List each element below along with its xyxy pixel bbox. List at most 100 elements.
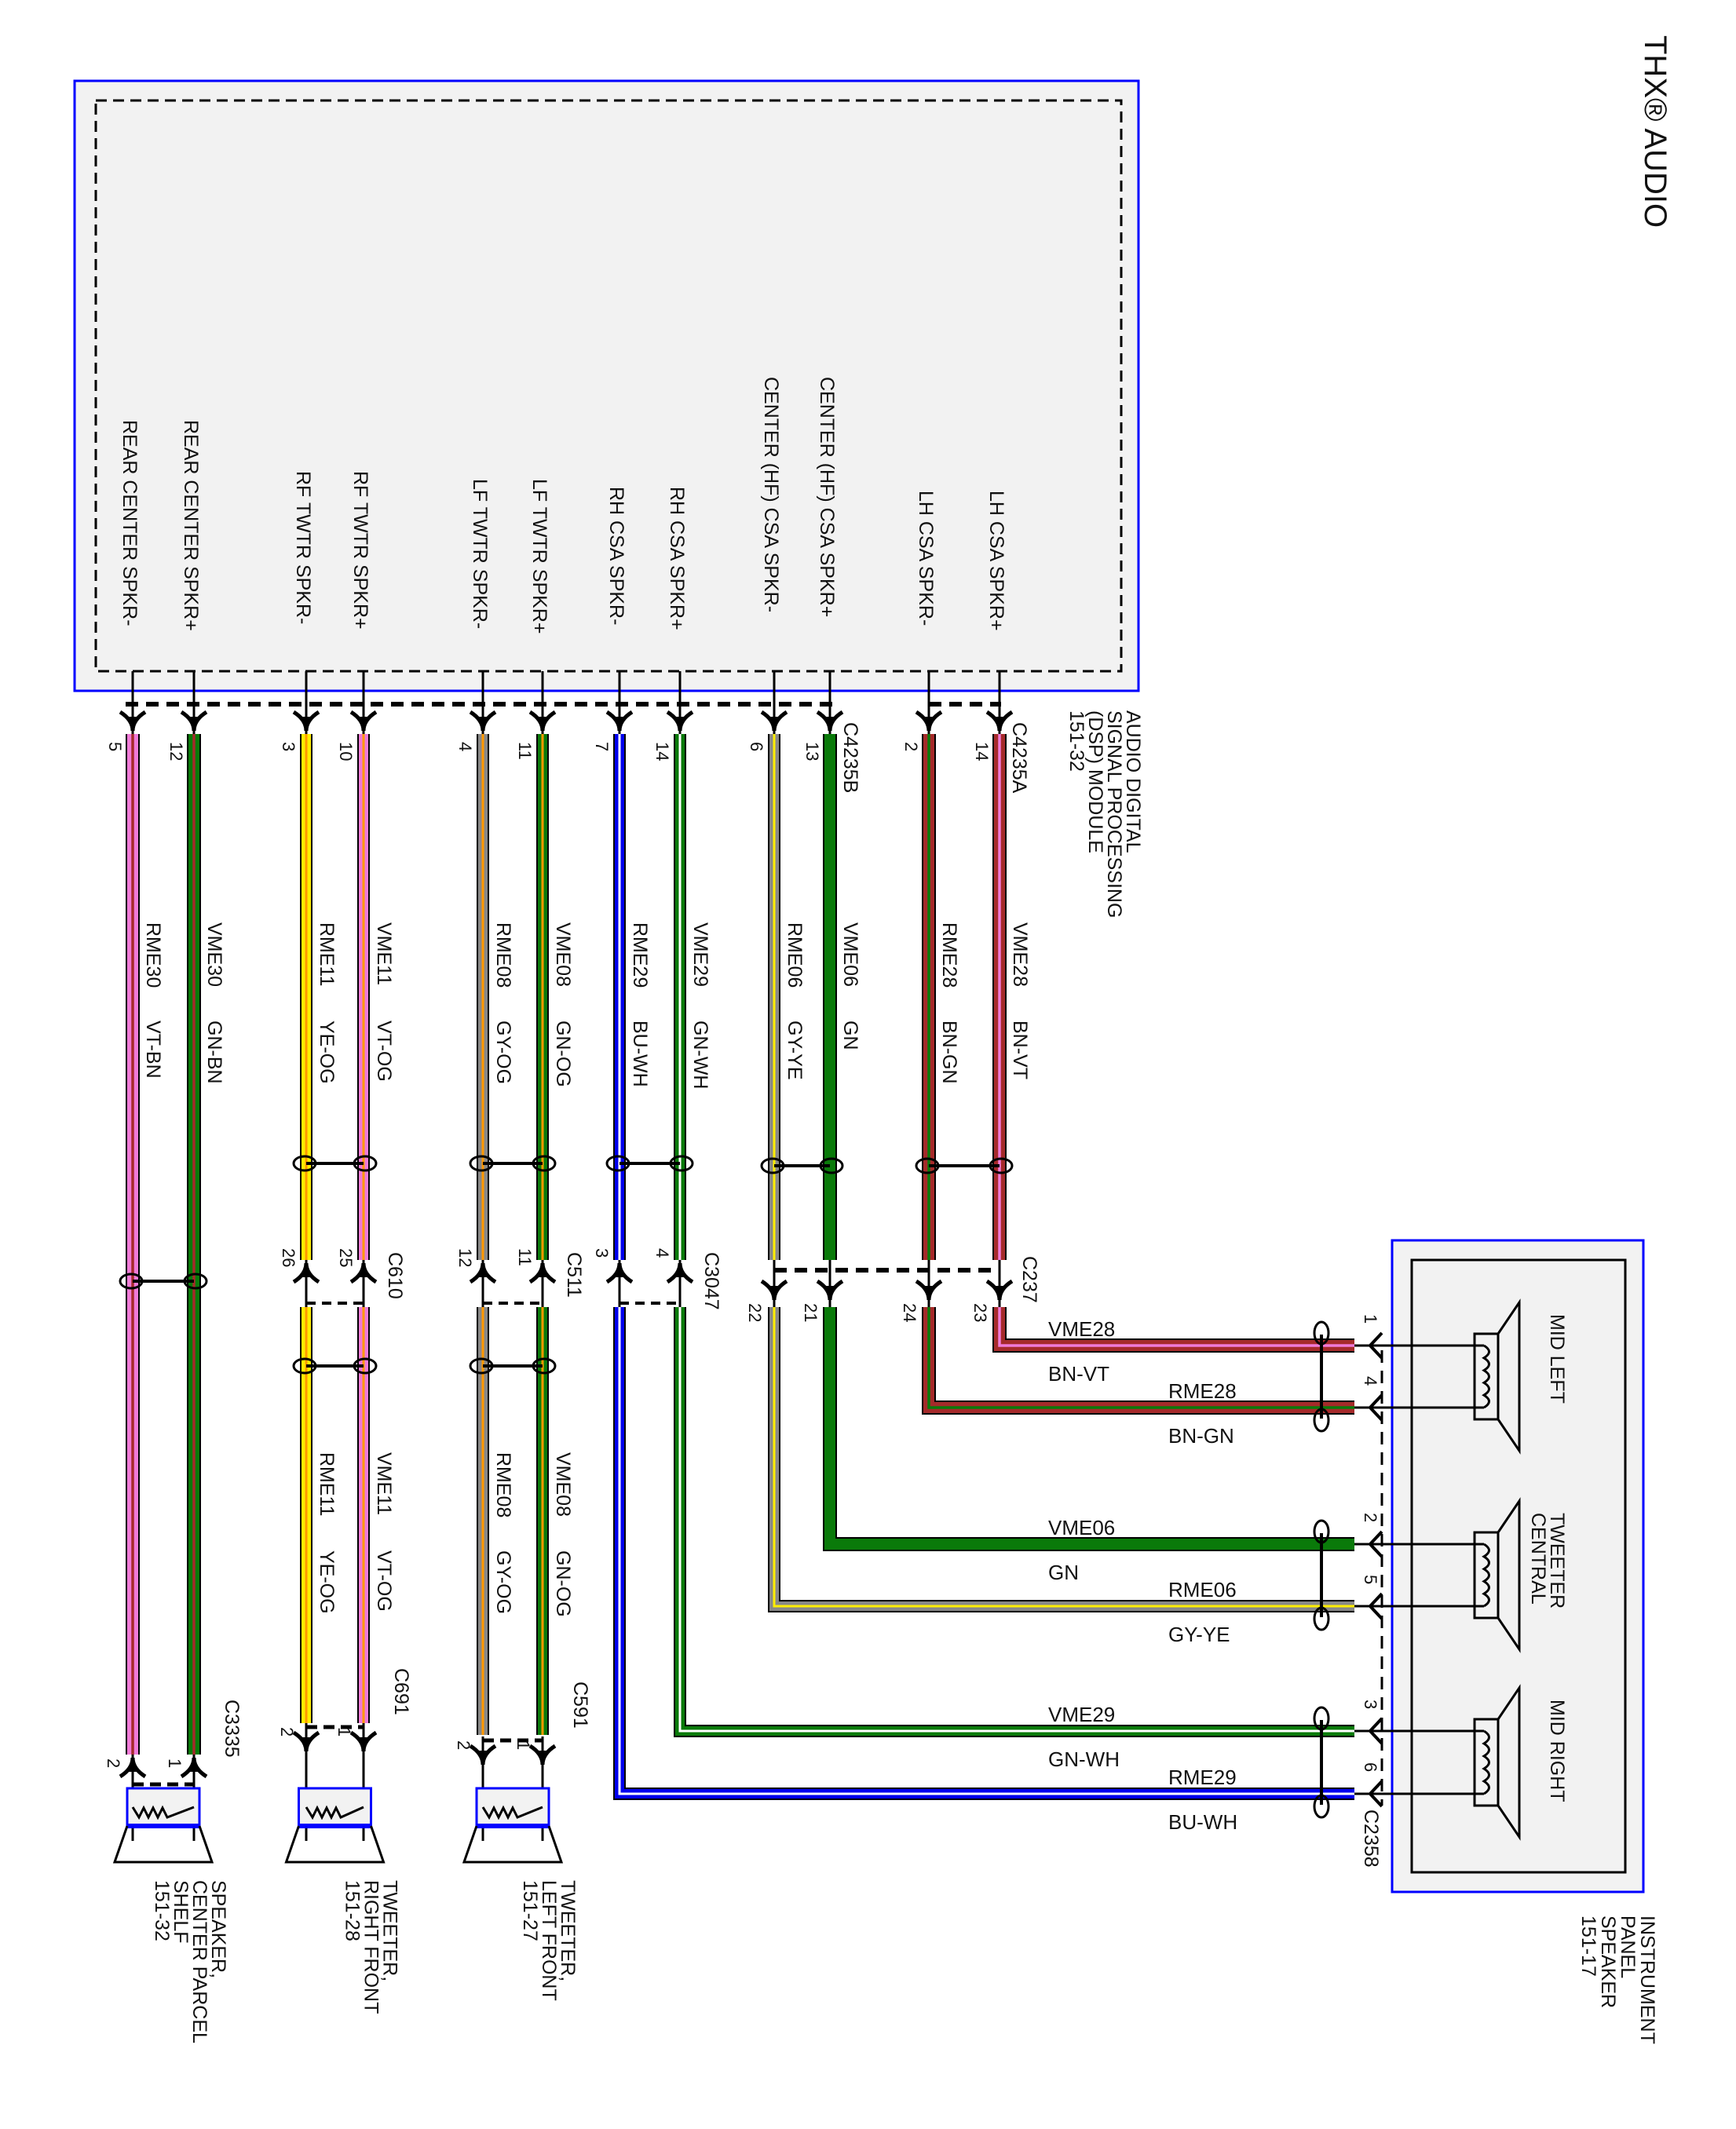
wire-color-label: GN [839, 1021, 861, 1050]
pin-number: 5 [1361, 1575, 1380, 1584]
terminal-tip [674, 717, 686, 729]
wire-circuit-label: VME30 [203, 922, 225, 987]
wire-circuit-label: VME11 [373, 922, 395, 985]
ip-speaker-element-icon [1382, 1497, 1521, 1653]
connector-terminal-icon [605, 704, 634, 734]
pin-number: 12 [166, 742, 186, 761]
wire-circuit-label: RME11 [316, 1452, 338, 1517]
ip-speaker-element-icon [1382, 1298, 1521, 1455]
twist-loop [183, 1273, 208, 1290]
pin-number: 25 [336, 1248, 356, 1267]
pin-number: 2 [901, 742, 921, 751]
twisted-pair-icon [292, 1357, 378, 1375]
twist-loop [292, 1155, 317, 1172]
connector-terminal-icon [1368, 1717, 1383, 1745]
speaker-coil [1482, 1543, 1490, 1608]
speaker-name-line: TWEETER, [557, 1880, 579, 1981]
terminal-tip [613, 717, 626, 729]
module-pin-label: RF TWTR SPKR+ [349, 471, 371, 630]
wire-color-label: GN-OG [552, 1021, 574, 1087]
speaker-name-line: 151-28 [342, 1880, 364, 1941]
ip-wire-circuit-label: VME29 [1048, 1703, 1115, 1726]
twist-loop [532, 1357, 557, 1375]
connector-label: C691 [390, 1668, 412, 1715]
speaker-coil [131, 1805, 195, 1820]
wire-stripe [678, 1307, 1354, 1733]
wire-color-label: VT-BN [142, 1021, 164, 1079]
wire-color-label: YE-OG [316, 1021, 338, 1084]
wire-base [824, 1307, 1354, 1550]
terminal-tip [923, 717, 935, 729]
connector-terminal-icon [1368, 1780, 1383, 1808]
twist-loop [760, 1157, 785, 1174]
ip-wire-color-label: BU-WH [1168, 1810, 1237, 1834]
pin-number: 13 [802, 742, 822, 761]
ip-speaker-element-label: CENTRAL [1527, 1513, 1549, 1605]
diagram-title: THX® AUDIO [1638, 35, 1672, 228]
module-name-line: SIGNAL PROCESSING [1103, 710, 1125, 918]
twist-loop [469, 1357, 494, 1375]
pin-number: 2 [1361, 1513, 1380, 1522]
pin-number: 6 [1361, 1762, 1380, 1772]
dsp-module [73, 79, 1140, 692]
pin-number: 6 [747, 742, 766, 751]
connector-terminal-icon [760, 704, 788, 734]
speaker-icon [112, 1787, 214, 1864]
speaker-cone [462, 1825, 564, 1864]
ip-speaker-element-icon [1382, 1684, 1521, 1841]
pin-number: 3 [1361, 1700, 1380, 1709]
wire-circuit-label: RME08 [492, 922, 514, 988]
speaker-magnet [1473, 1332, 1500, 1421]
connector-terminal-icon [349, 704, 378, 734]
terminal-fork [469, 710, 497, 732]
wire-stripe [927, 1307, 1354, 1409]
ip-wire-circuit-label: VME28 [1048, 1317, 1115, 1341]
wire-outline [674, 1307, 1354, 1737]
wire-circuit-label: RME30 [142, 922, 164, 988]
wire-stripe [618, 1307, 1354, 1795]
ip-speaker-element-label: MID LEFT [1546, 1314, 1568, 1404]
terminal-fork [666, 710, 694, 732]
ip-wire-color-label: GN-WH [1048, 1747, 1120, 1771]
ip-wire-circuit-label: RME28 [1168, 1379, 1237, 1403]
pin-number: 10 [336, 742, 356, 761]
speaker-cone [1497, 1497, 1521, 1653]
speaker-name-line: SHELF [170, 1880, 192, 1944]
twist-loop [989, 1157, 1014, 1174]
twist-loop [605, 1155, 630, 1172]
wire-circuit-label: RME11 [316, 922, 338, 987]
terminal-fork [119, 710, 147, 732]
speaker-magnet [298, 1787, 372, 1828]
speaker-name-line: LEFT FRONT [538, 1880, 560, 2001]
twist-loop [1313, 1706, 1330, 1731]
wire-circuit-label: VME11 [373, 1452, 395, 1515]
twist-loop [119, 1273, 144, 1290]
twist-loop [532, 1155, 557, 1172]
twisted-pair-icon [1313, 1706, 1330, 1819]
ip-speaker-name-line: 151-17 [1577, 1915, 1599, 1977]
terminal-fork [349, 710, 378, 732]
ip-wire-circuit-label: VME06 [1048, 1516, 1115, 1539]
twisted-pair-icon [605, 1155, 694, 1172]
wire-VME29-ip [674, 1307, 1354, 1737]
connector-label: C3335 [221, 1700, 243, 1758]
wire-color-label: GN-WH [689, 1021, 711, 1089]
pin-number: 23 [970, 1303, 990, 1322]
terminal-fork [528, 710, 557, 732]
speaker-icon [462, 1787, 564, 1864]
terminal-fork [915, 710, 943, 732]
wires [126, 734, 1354, 1800]
terminal-tip [993, 717, 1006, 729]
wire-color-label: VT-OG [373, 1021, 395, 1082]
twist-loop [1313, 1519, 1330, 1544]
module-pin-label: LF TWTR SPKR- [469, 479, 491, 629]
connector-terminal-icon [985, 704, 1014, 734]
pin-number: 4 [652, 1248, 672, 1258]
connector-terminal-icon [1368, 1592, 1383, 1620]
pin-number: 3 [592, 1248, 612, 1258]
module-pin-label: RH CSA SPKR- [605, 487, 627, 625]
module-name-line: 151-32 [1065, 710, 1087, 772]
wire-color-label: VT-OG [373, 1550, 395, 1612]
speaker-cone [1497, 1684, 1521, 1841]
pin-number: 24 [900, 1303, 919, 1322]
